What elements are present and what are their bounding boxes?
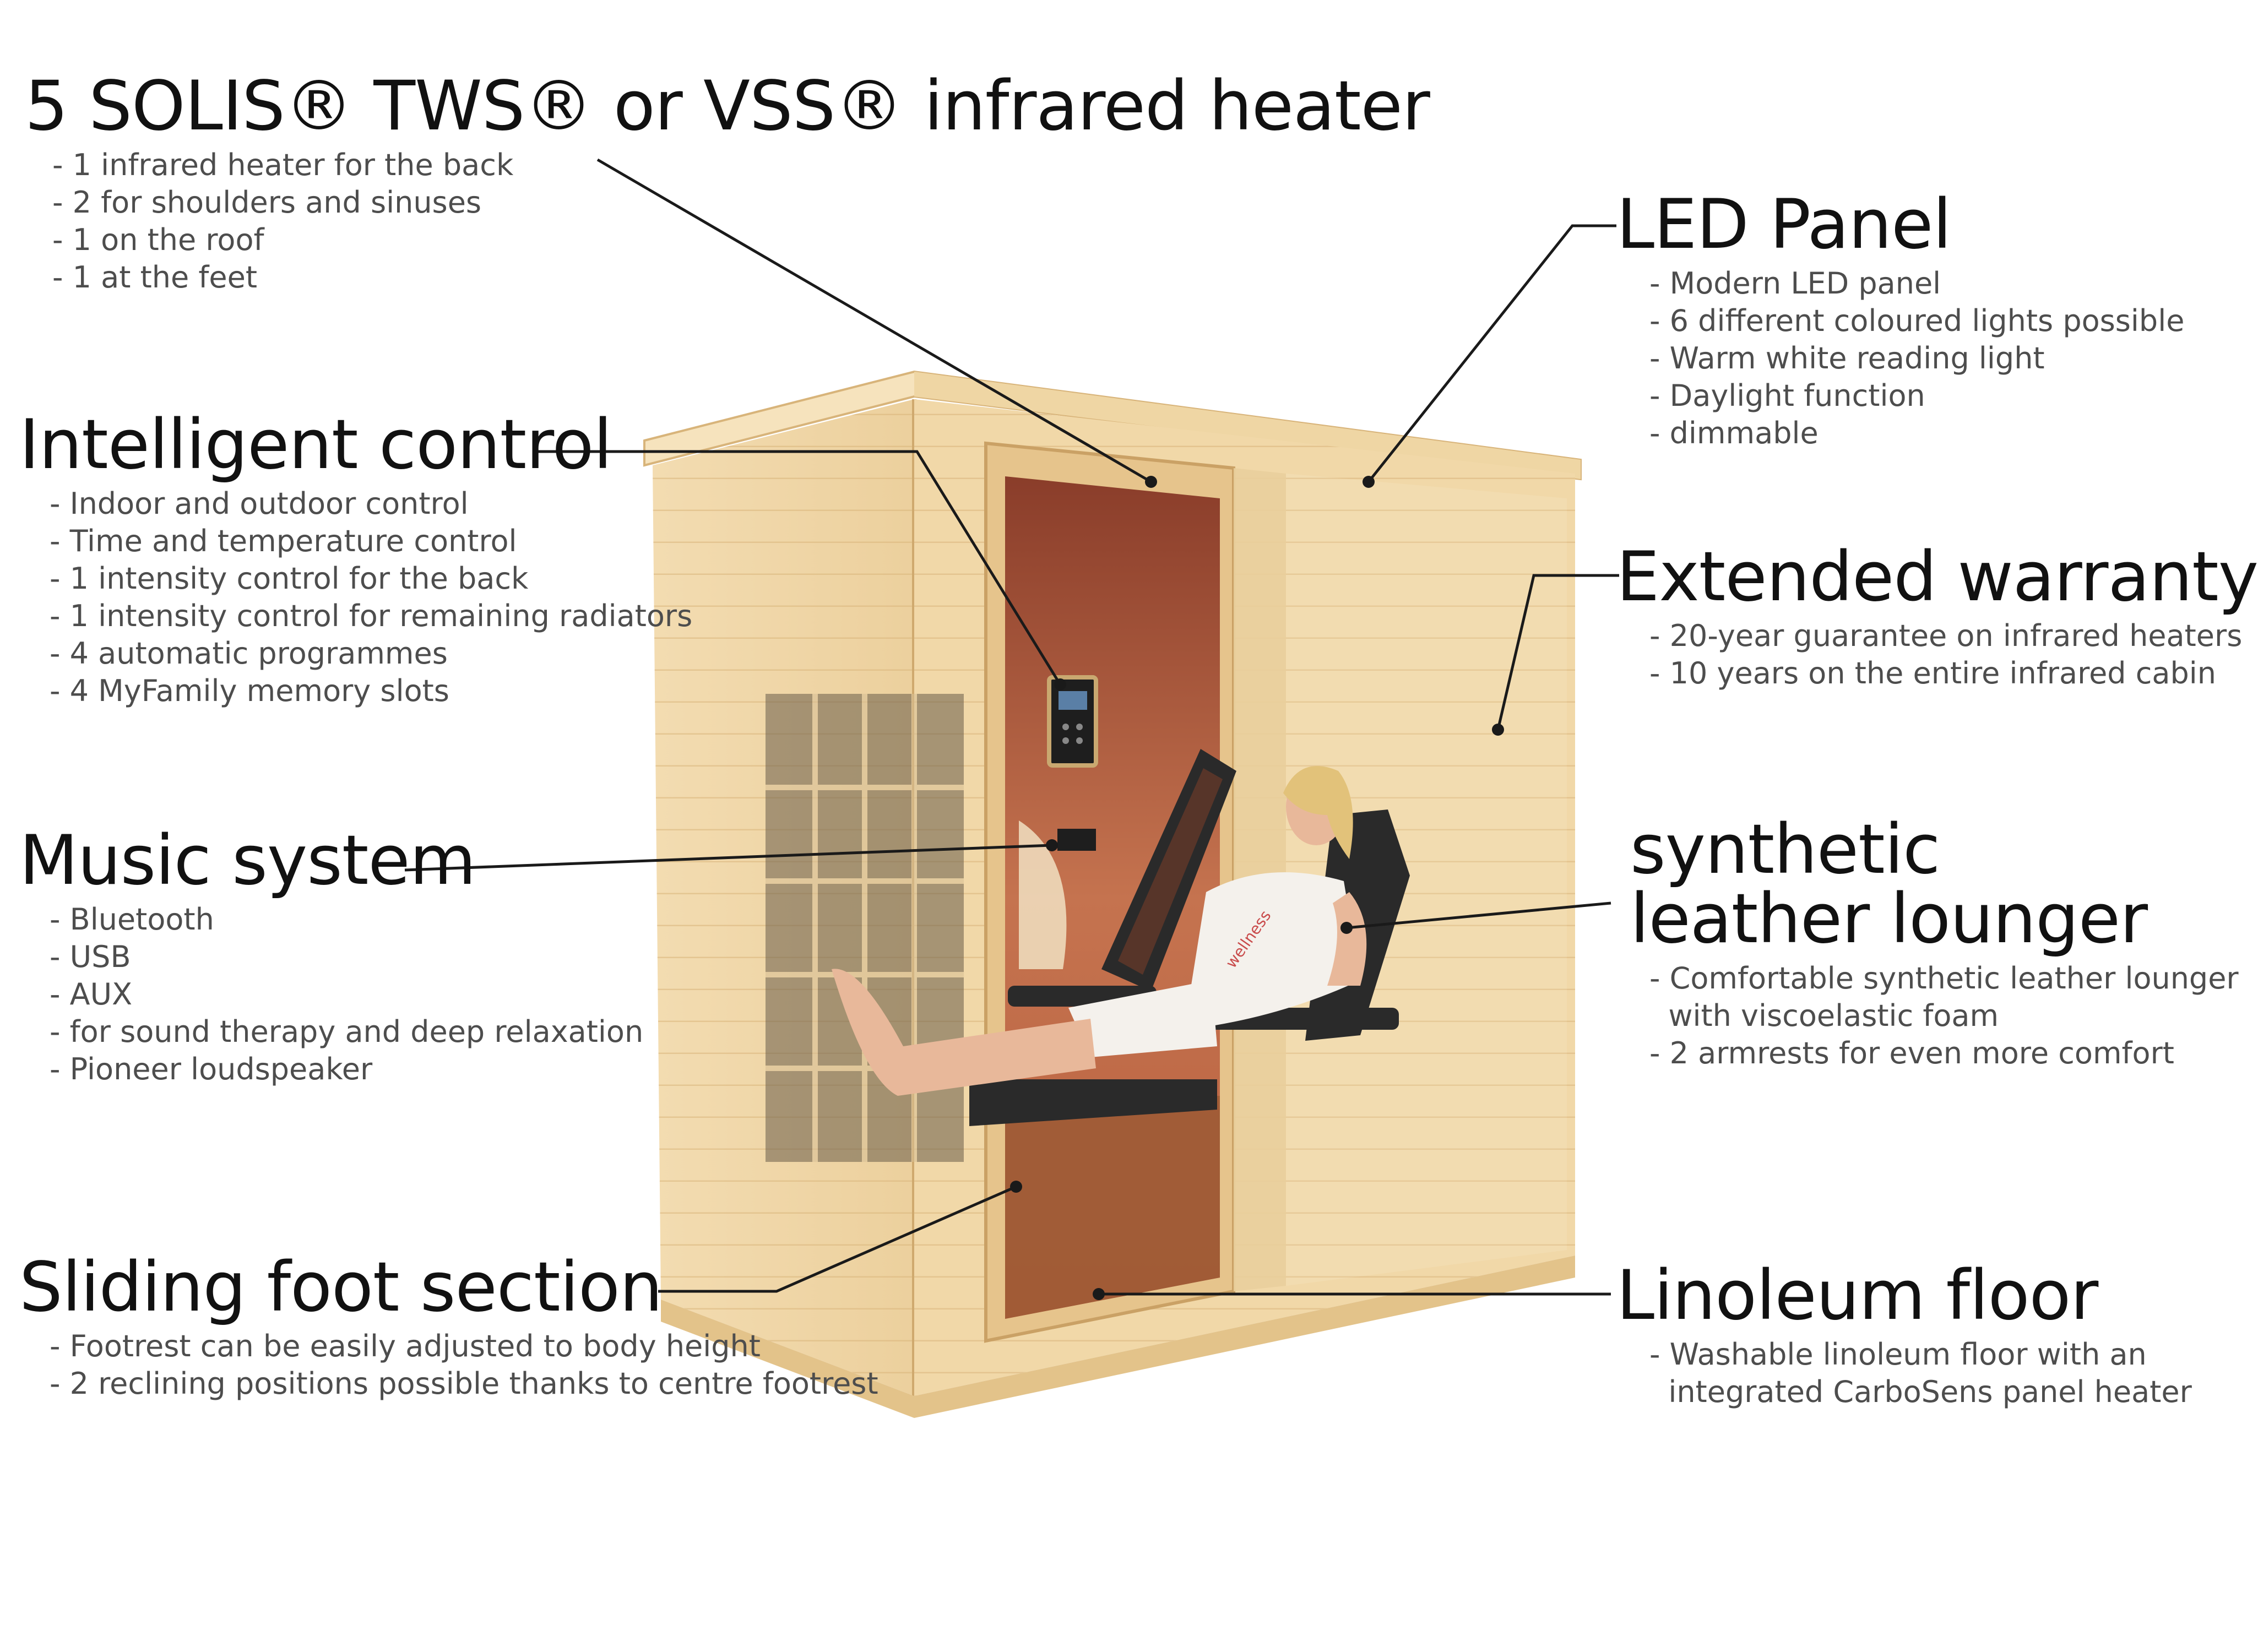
list-item: - 1 intensity control for the back [50,561,529,596]
list-item: - 6 different coloured lights possible [1649,303,2185,339]
list-item: - 1 infrared heater for the back [52,148,514,183]
list-item: - 20-year guarantee on infrared heaters [1649,618,2243,654]
callout-control-list: - Indoor and outdoor control - Time and … [50,485,692,710]
callout-led-title: LED Panel [1616,185,1952,264]
leader-lines [404,158,1619,1296]
callout-warranty-list: - 20-year guarantee on infrared heaters … [1649,617,2258,692]
list-item: - Warm white reading light [1649,341,2045,376]
sauna-cabin-illustration: wellness [404,158,1619,1418]
leader-warranty [1496,574,1619,730]
list-item: - 4 MyFamily memory slots [50,673,449,709]
callout-heater: 5 SOLIS® TWS® or VSS® infrared heater - … [25,72,1430,296]
list-item: - Indoor and outdoor control [50,486,469,521]
callout-warranty-title: Extended warranty [1616,537,2258,617]
list-item: - 1 intensity control for remaining radi… [50,599,693,634]
callout-foot-title: Sliding foot section [19,1248,663,1327]
callout-heater-list: - 1 infrared heater for the back - 2 for… [52,146,1430,296]
callout-heater-title: 5 SOLIS® TWS® or VSS® infrared heater [25,67,1430,146]
leader-control [537,450,1062,686]
callout-lounger-title-line2: leather lounger [1630,879,2148,959]
list-item: - Pioneer loudspeaker [50,1052,373,1087]
list-item: - 2 armrests for even more comfort [1649,1035,2174,1070]
callout-floor-title: Linoleum floor [1616,1256,2098,1335]
callout-control-title: Intelligent control [19,405,612,485]
product-infographic: wellness 5 [19,72,2258,1418]
list-item: - dimmable [1649,416,1819,451]
list-item: - Comfortable synthetic leather lounger [1649,960,2239,996]
list-item: - Bluetooth [50,902,214,937]
callout-warranty: Extended warranty - 20-year guarantee on… [1616,542,2258,692]
callout-lounger-title: synthetic leather lounger [1630,815,2239,954]
list-item: - Washable linoleum floor with an [1649,1337,2147,1372]
leader-foot [658,1185,1017,1293]
list-item: - 10 years on the entire infrared cabin [1649,656,2217,691]
list-item: - 1 on the roof [52,222,264,258]
callout-control: Intelligent control - Indoor and outdoor… [19,410,692,710]
list-item: - Daylight function [1649,378,1925,414]
leader-music [404,844,1052,872]
callout-lounger-title-line1: synthetic [1630,810,1940,889]
list-item: - USB [50,939,131,975]
callout-floor-list: - Washable linoleum floor with an integr… [1649,1336,2192,1411]
callout-lounger-list: - Comfortable synthetic leather lounger … [1649,960,2239,1072]
callout-music: Music system - Bluetooth - USB - AUX - f… [19,826,643,1088]
leader-led [1367,224,1616,483]
list-item: - Footrest can be easily adjusted to bod… [50,1329,761,1364]
leader-heater [596,158,1152,483]
person-figure: wellness [832,766,1367,1096]
list-item: - 4 automatic programmes [50,636,448,671]
side-heater-panel [766,694,964,1162]
callout-foot: Sliding foot section - Footrest can be e… [19,1253,878,1403]
list-item: - 1 at the feet [52,260,258,295]
list-item: - 2 reclining positions possible thanks … [50,1366,878,1401]
list-item: - Time and temperature control [50,524,517,559]
control-panel [1047,675,1098,768]
callout-led-list: - Modern LED panel - 6 different coloure… [1649,265,2184,452]
music-panel [1019,820,1096,969]
callout-lounger: synthetic leather lounger - Comfortable … [1630,815,2239,1072]
list-item: - Modern LED panel [1649,266,1941,301]
leader-dots [1010,476,1504,1300]
leader-lounger [1346,901,1611,930]
list-item: - AUX [50,977,133,1012]
callout-music-title: Music system [19,821,476,900]
list-item: - 2 for shoulders and sinuses [52,185,482,220]
list-item: with viscoelastic foam [1649,998,1999,1033]
callout-floor: Linoleum floor - Washable linoleum floor… [1616,1261,2192,1411]
callout-foot-list: - Footrest can be easily adjusted to bod… [50,1328,878,1403]
list-item: integrated CarboSens panel heater [1649,1374,2192,1410]
callout-led: LED Panel - Modern LED panel - 6 differe… [1616,190,2184,452]
callout-music-list: - Bluetooth - USB - AUX - for sound ther… [50,901,643,1088]
list-item: - for sound therapy and deep relaxation [50,1014,644,1050]
